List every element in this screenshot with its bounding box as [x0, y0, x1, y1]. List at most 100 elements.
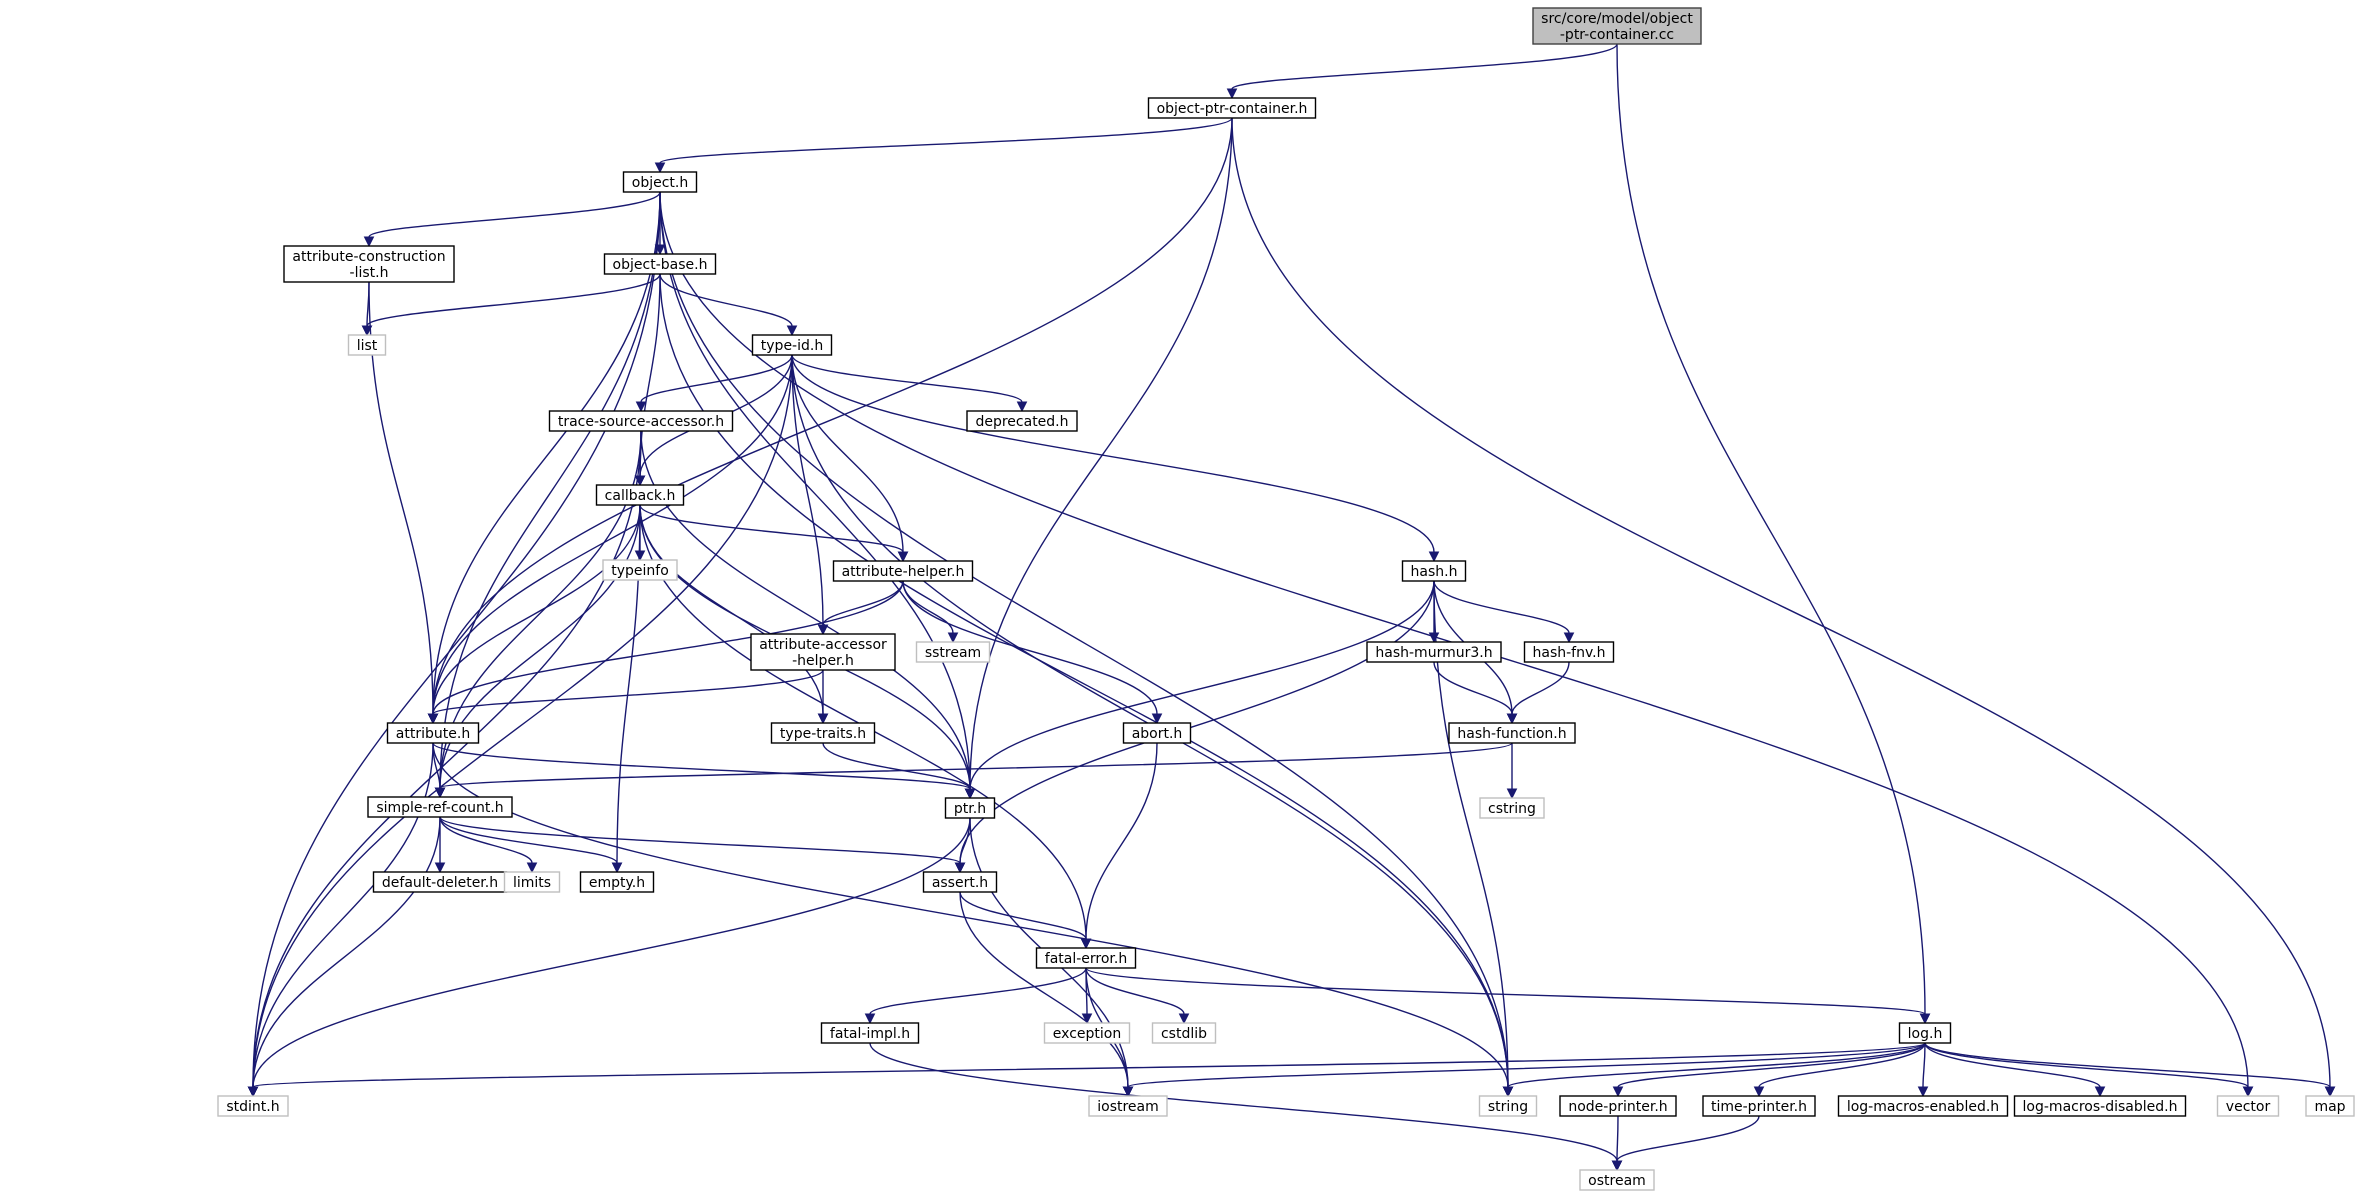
node-label: vector	[2226, 1099, 2271, 1115]
edge-aah-to-attr	[427, 669, 824, 725]
edge-log-to-vector	[1924, 1042, 2254, 1098]
node-lme[interactable]: log-macros-enabled.h	[1837, 1095, 2009, 1117]
node-string: string	[1478, 1095, 1538, 1117]
edge-hfunc-to-cstring	[1506, 742, 1518, 800]
node-src[interactable]: simple-ref-count.h	[367, 796, 513, 818]
node-label: sstream	[925, 645, 981, 661]
edge-typeid-to-depr	[791, 354, 1028, 413]
node-aah[interactable]: attribute-accessor-helper.h	[750, 633, 896, 671]
node-label: hash-fnv.h	[1533, 645, 1606, 661]
node-nprinter[interactable]: node-printer.h	[1559, 1095, 1677, 1117]
node-ahelper[interactable]: attribute-helper.h	[832, 560, 974, 582]
node-hash[interactable]: hash.h	[1401, 560, 1467, 582]
node-label: attribute-helper.h	[842, 564, 965, 580]
node-label: object-base.h	[613, 257, 708, 273]
node-stdint: stdint.h	[217, 1095, 289, 1117]
node-label: -helper.h	[792, 653, 854, 669]
node-label: log-macros-enabled.h	[1847, 1099, 1999, 1115]
node-ttraits[interactable]: type-traits.h	[770, 722, 876, 744]
edge-obase-to-typeid	[659, 273, 798, 337]
node-label: object.h	[632, 175, 688, 191]
node-label: trace-source-accessor.h	[558, 414, 724, 430]
node-acl[interactable]: attribute-construction-list.h	[283, 245, 455, 283]
node-cstdlib: cstdlib	[1151, 1022, 1217, 1044]
node-obase[interactable]: object-base.h	[603, 253, 717, 275]
node-label: fatal-error.h	[1045, 951, 1127, 967]
edge-typeid-to-aah	[791, 354, 829, 636]
node-label: string	[1488, 1099, 1528, 1115]
node-label: stdint.h	[226, 1099, 279, 1115]
edge-tprinter-to-ostream	[1611, 1115, 1760, 1172]
node-fimpl[interactable]: fatal-impl.h	[820, 1022, 920, 1044]
node-tsa[interactable]: trace-source-accessor.h	[548, 410, 734, 432]
node-sstream: sstream	[915, 641, 991, 663]
node-label: abort.h	[1132, 726, 1183, 742]
node-label: -ptr-container.cc	[1560, 27, 1674, 43]
node-label: fatal-impl.h	[830, 1026, 910, 1042]
node-label: log-macros-disabled.h	[2023, 1099, 2178, 1115]
node-label: cstring	[1488, 801, 1536, 817]
node-attr[interactable]: attribute.h	[386, 722, 480, 744]
edge-log-to-nprinter	[1612, 1042, 1926, 1098]
edge-ferr-to-cstdlib	[1085, 967, 1190, 1025]
node-lmd[interactable]: log-macros-disabled.h	[2013, 1095, 2187, 1117]
node-log[interactable]: log.h	[1898, 1022, 1952, 1044]
node-typeinfo: typeinfo	[602, 559, 678, 581]
edge-ttraits-to-ptr	[822, 742, 976, 800]
node-label: hash-murmur3.h	[1375, 645, 1492, 661]
edge-src-to-limits	[439, 816, 538, 874]
node-ferr[interactable]: fatal-error.h	[1035, 947, 1137, 969]
node-typeid[interactable]: type-id.h	[751, 334, 833, 356]
node-dd[interactable]: default-deleter.h	[372, 871, 508, 893]
node-ptr[interactable]: ptr.h	[944, 797, 996, 819]
edge-ahelper-to-abort	[902, 580, 1163, 725]
edge-aah-to-ttraits	[817, 669, 829, 725]
edge-ptr-to-stdint	[247, 817, 971, 1098]
node-label: object-ptr-container.h	[1157, 101, 1308, 117]
edge-log-to-tprinter	[1753, 1042, 1926, 1098]
node-label: hash-function.h	[1457, 726, 1566, 742]
node-label: list	[357, 338, 378, 354]
edge-hash-to-ptr	[964, 580, 1435, 800]
node-root[interactable]: src/core/model/object-ptr-container.cc	[1532, 7, 1702, 45]
edge-hmurmur-to-hfunc	[1433, 661, 1518, 725]
edge-ahelper-to-aah	[817, 580, 904, 636]
node-assert[interactable]: assert.h	[922, 871, 998, 893]
node-cstring: cstring	[1479, 797, 1545, 819]
nodes-layer: src/core/model/object-ptr-container.cc ob…	[217, 7, 2355, 1191]
node-hfunc[interactable]: hash-function.h	[1448, 722, 1576, 744]
node-hfnv[interactable]: hash-fnv.h	[1523, 641, 1615, 663]
node-label: hash.h	[1411, 564, 1458, 580]
edge-typeid-to-stdint	[247, 354, 793, 1098]
node-abort[interactable]: abort.h	[1122, 722, 1192, 744]
edge-src-to-assert	[439, 816, 966, 874]
edge-optr-to-objh	[654, 117, 1233, 174]
node-empty[interactable]: empty.h	[579, 871, 655, 893]
edge-ferr-to-log	[1085, 967, 1931, 1025]
node-exception: exception	[1043, 1022, 1131, 1044]
edge-log-to-iostream	[1122, 1042, 1926, 1098]
edge-callback-to-attr	[427, 504, 641, 725]
edge-root-to-log	[1616, 43, 1931, 1025]
node-label: ptr.h	[954, 801, 986, 817]
edge-root-to-optr	[1226, 43, 1618, 100]
node-vector: vector	[2216, 1095, 2280, 1117]
edge-ferr-to-fimpl	[864, 967, 1087, 1025]
node-label: iostream	[1097, 1099, 1159, 1115]
edge-log-to-map	[1924, 1042, 2336, 1098]
node-callback[interactable]: callback.h	[595, 484, 685, 506]
node-objh[interactable]: object.h	[622, 171, 698, 193]
edge-hash-to-hfnv	[1433, 580, 1575, 644]
node-depr[interactable]: deprecated.h	[966, 410, 1078, 432]
edge-typeid-to-attr	[427, 354, 793, 725]
edge-src-to-stdint	[247, 816, 441, 1098]
node-ostream: ostream	[1579, 1169, 1655, 1191]
edges-layer	[247, 43, 2336, 1172]
node-tprinter[interactable]: time-printer.h	[1702, 1095, 1816, 1117]
node-label: attribute-accessor	[759, 637, 887, 653]
node-label: deprecated.h	[975, 414, 1068, 430]
node-optr[interactable]: object-ptr-container.h	[1147, 97, 1317, 119]
node-label: src/core/model/object	[1541, 11, 1693, 27]
node-hmurmur[interactable]: hash-murmur3.h	[1366, 641, 1502, 663]
